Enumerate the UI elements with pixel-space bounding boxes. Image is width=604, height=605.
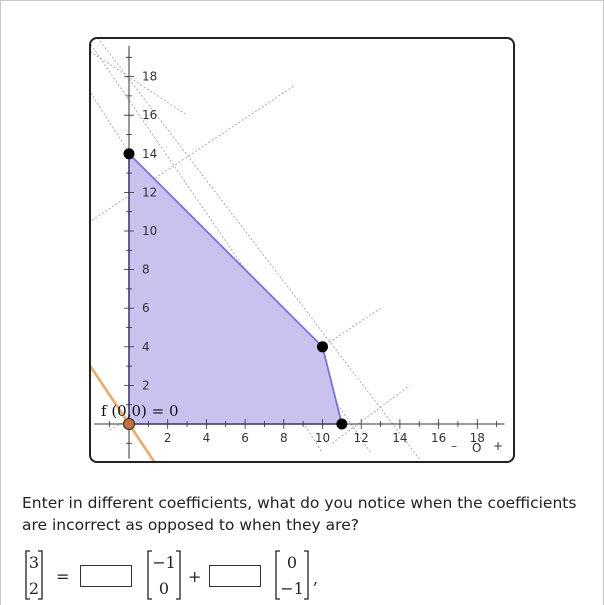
coefficient-1-input[interactable] [80, 565, 132, 587]
x-tick-label: 12 [354, 431, 369, 445]
y-tick-label: 12 [142, 185, 157, 199]
x-tick-label: 2 [164, 431, 172, 445]
vector-two-bottom-entry: −1 [280, 579, 304, 598]
x-tick-label: 16 [431, 431, 446, 445]
feasible-region [128, 151, 344, 425]
y-tick-label: 14 [142, 147, 157, 161]
y-tick-label: 8 [142, 263, 150, 277]
lhs-top-entry: 3 [29, 553, 39, 572]
lhs-bottom-entry: 2 [29, 579, 39, 598]
zoom-in-button[interactable]: + [493, 439, 503, 453]
y-tick-label: 6 [142, 301, 150, 315]
guide-line [91, 85, 294, 222]
zoom-out-button[interactable]: – [451, 439, 457, 453]
objective-value-label: f (0,0) = 0 [101, 402, 179, 420]
guide-line [91, 51, 188, 116]
vertex-point[interactable] [317, 341, 328, 353]
vertex-point[interactable] [123, 148, 135, 160]
frame-top-border [0, 0, 604, 1]
vector-one-bottom-entry: 0 [159, 579, 169, 598]
y-tick-label: 2 [142, 378, 150, 392]
guide-line [91, 92, 323, 454]
equals-sign: = [56, 567, 69, 586]
plus-sign: + [188, 567, 201, 586]
vector-equation: 3 2 = −1 0 + 0 −1 , [22, 548, 352, 602]
objective-point[interactable] [123, 418, 135, 430]
frame-left-border [0, 0, 1, 605]
guide-line [331, 385, 410, 444]
x-axis-tick-labels: 2 4 6 8 10 12 14 16 18 [164, 431, 485, 445]
vector-two-top-entry: 0 [287, 553, 297, 572]
y-tick-label: 16 [142, 108, 157, 122]
lhs-vector: 3 2 [25, 550, 43, 600]
y-axis-tick-labels: 2 4 6 8 10 12 14 16 18 [142, 70, 157, 393]
vector-one: −1 0 [147, 550, 181, 600]
y-tick-label: 4 [142, 340, 150, 354]
vertex-points[interactable] [123, 148, 348, 430]
guide-line [322, 307, 381, 348]
equation-math: 3 2 = −1 0 + 0 −1 , [25, 550, 318, 600]
graph-panel[interactable]: 2 4 6 8 10 12 14 16 18 2 4 6 8 10 12 14 16 18 f (0,0) = … [89, 37, 515, 463]
x-tick-label: 8 [280, 431, 288, 445]
x-tick-label: 14 [392, 431, 407, 445]
objective-line[interactable] [91, 365, 156, 461]
axes [94, 45, 505, 459]
question-text: Enter in different coefficients, what do… [22, 494, 577, 534]
vertex-point[interactable] [336, 418, 348, 430]
x-tick-label: 6 [241, 431, 249, 445]
trailing-comma: , [313, 569, 318, 588]
zoom-reset-button[interactable]: O [472, 441, 481, 455]
x-tick-label: 4 [203, 431, 211, 445]
coefficient-2-input[interactable] [209, 565, 261, 587]
x-tick-label: 18 [470, 431, 485, 445]
vector-one-top-entry: −1 [152, 553, 176, 572]
y-tick-label: 18 [142, 70, 157, 84]
y-tick-label: 10 [142, 224, 157, 238]
graph-canvas[interactable]: 2 4 6 8 10 12 14 16 18 2 4 6 8 10 12 14 16 18 f (0,0) = … [91, 39, 513, 461]
vector-two: 0 −1 [275, 550, 309, 600]
x-tick-label: 10 [315, 431, 330, 445]
